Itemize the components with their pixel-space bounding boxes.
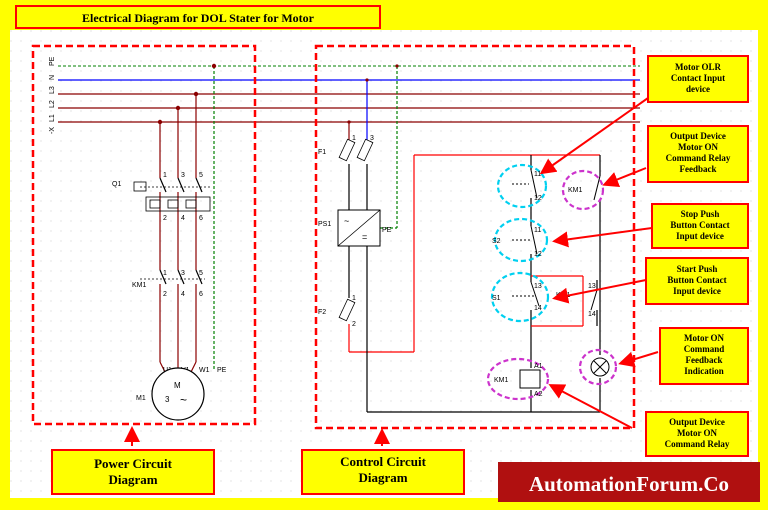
f2-term-1: 1 — [352, 295, 356, 302]
m1-label: M1 — [136, 395, 146, 402]
km1-seal-in-contact — [590, 289, 598, 311]
bus-label-l1: L1 — [49, 114, 56, 122]
lamp-highlight — [578, 348, 618, 386]
title-box: Electrical Diagram for DOL Stater for Mo… — [15, 5, 381, 29]
olr-term-11: 11 — [534, 171, 541, 178]
q1-term-4: 4 — [181, 215, 185, 222]
start-button-contact — [512, 281, 540, 307]
olr-highlight — [496, 163, 548, 209]
bus-label-n: N — [49, 75, 56, 80]
q1-term-1: 1 — [163, 172, 167, 179]
coil-a1: A1 — [534, 363, 543, 370]
control-panel-frame — [314, 44, 636, 430]
callout-olr-l3: device — [686, 84, 710, 94]
fuse-f2 — [338, 298, 356, 322]
start-term-13: 13 — [534, 283, 542, 290]
km1-term-1: 1 — [163, 270, 167, 277]
q1-thermal-trip — [133, 181, 211, 212]
callout-olr-l1: Motor OLR — [675, 62, 722, 72]
olr-contact — [512, 169, 538, 199]
f1-label: F1 — [318, 149, 326, 156]
bus-label-l3: L3 — [49, 86, 56, 94]
power-supply-ps1: ~ = — [337, 209, 381, 247]
fuse-f1 — [338, 138, 374, 162]
bus-label-l2: L2 — [49, 100, 56, 108]
stop-term-12: 12 — [534, 251, 542, 258]
s2-label: S2 — [492, 238, 501, 245]
feedback-highlight — [561, 169, 605, 211]
olr-term-12: 12 — [534, 195, 542, 202]
km1-coil — [519, 369, 541, 389]
stop-term-11: 11 — [534, 227, 541, 234]
callout-olr-l2: Contact Input — [671, 73, 725, 83]
km1-feedback-label: KM1 — [568, 187, 583, 194]
power-circuit — [157, 63, 217, 379]
f1-term-1: 1 — [352, 135, 356, 142]
motor-w1: W1 — [199, 367, 210, 374]
km1-term-5: 5 — [199, 270, 203, 277]
svg-text:=: = — [362, 232, 367, 242]
motor-symbol: M 3 ~ M1 — [136, 367, 205, 421]
f2-term-2: 2 — [352, 321, 356, 328]
stop-button-contact — [512, 225, 538, 255]
km1-term-4: 4 — [181, 291, 185, 298]
indicator-lamp — [590, 357, 610, 377]
power-panel-frame — [31, 44, 257, 426]
bus-label-pe: PE — [49, 56, 56, 66]
km1-term-2: 2 — [163, 291, 167, 298]
q1-term-3: 3 — [181, 172, 185, 179]
motor-pe: PE — [217, 367, 227, 374]
q1-label: Q1 — [112, 181, 121, 188]
start-term-14: 14 — [534, 305, 542, 312]
s1-label: S1 — [492, 295, 501, 302]
km1-term-3: 3 — [181, 270, 185, 277]
control-wiring — [347, 64, 601, 413]
seal-term-14: 14 — [588, 311, 596, 318]
start-button-highlight — [490, 271, 550, 323]
motor-m-label: M — [174, 381, 181, 390]
q1-term-6: 6 — [199, 215, 203, 222]
q1-term-2: 2 — [163, 215, 167, 222]
seal-term-13: 13 — [588, 283, 596, 290]
stop-button-highlight — [493, 217, 549, 263]
km1-power-label: KM1 — [132, 282, 147, 289]
motor-ac-label: ~ — [180, 393, 187, 407]
callout-arrows — [124, 97, 659, 446]
bus-label-x: -X — [49, 127, 56, 134]
f2-label: F2 — [318, 309, 326, 316]
ps1-label: PS1 — [318, 221, 331, 228]
km1-coil-label: KM1 — [494, 377, 509, 384]
coil-highlight — [486, 357, 550, 401]
km1-feedback-contact — [593, 175, 601, 201]
f1-term-3: 3 — [370, 135, 374, 142]
coil-a2: A2 — [534, 391, 543, 398]
watermark-text: AutomationForum.Co — [529, 472, 729, 496]
svg-text:~: ~ — [344, 216, 349, 226]
km1-term-6: 6 — [199, 291, 203, 298]
page-title: Electrical Diagram for DOL Stater for Mo… — [82, 11, 315, 25]
ps1-pe-label: PE — [382, 227, 392, 234]
q1-term-5: 5 — [199, 172, 203, 179]
watermark-logo: AutomationForum.Co — [498, 462, 760, 502]
motor-phase-label: 3 — [165, 395, 170, 404]
